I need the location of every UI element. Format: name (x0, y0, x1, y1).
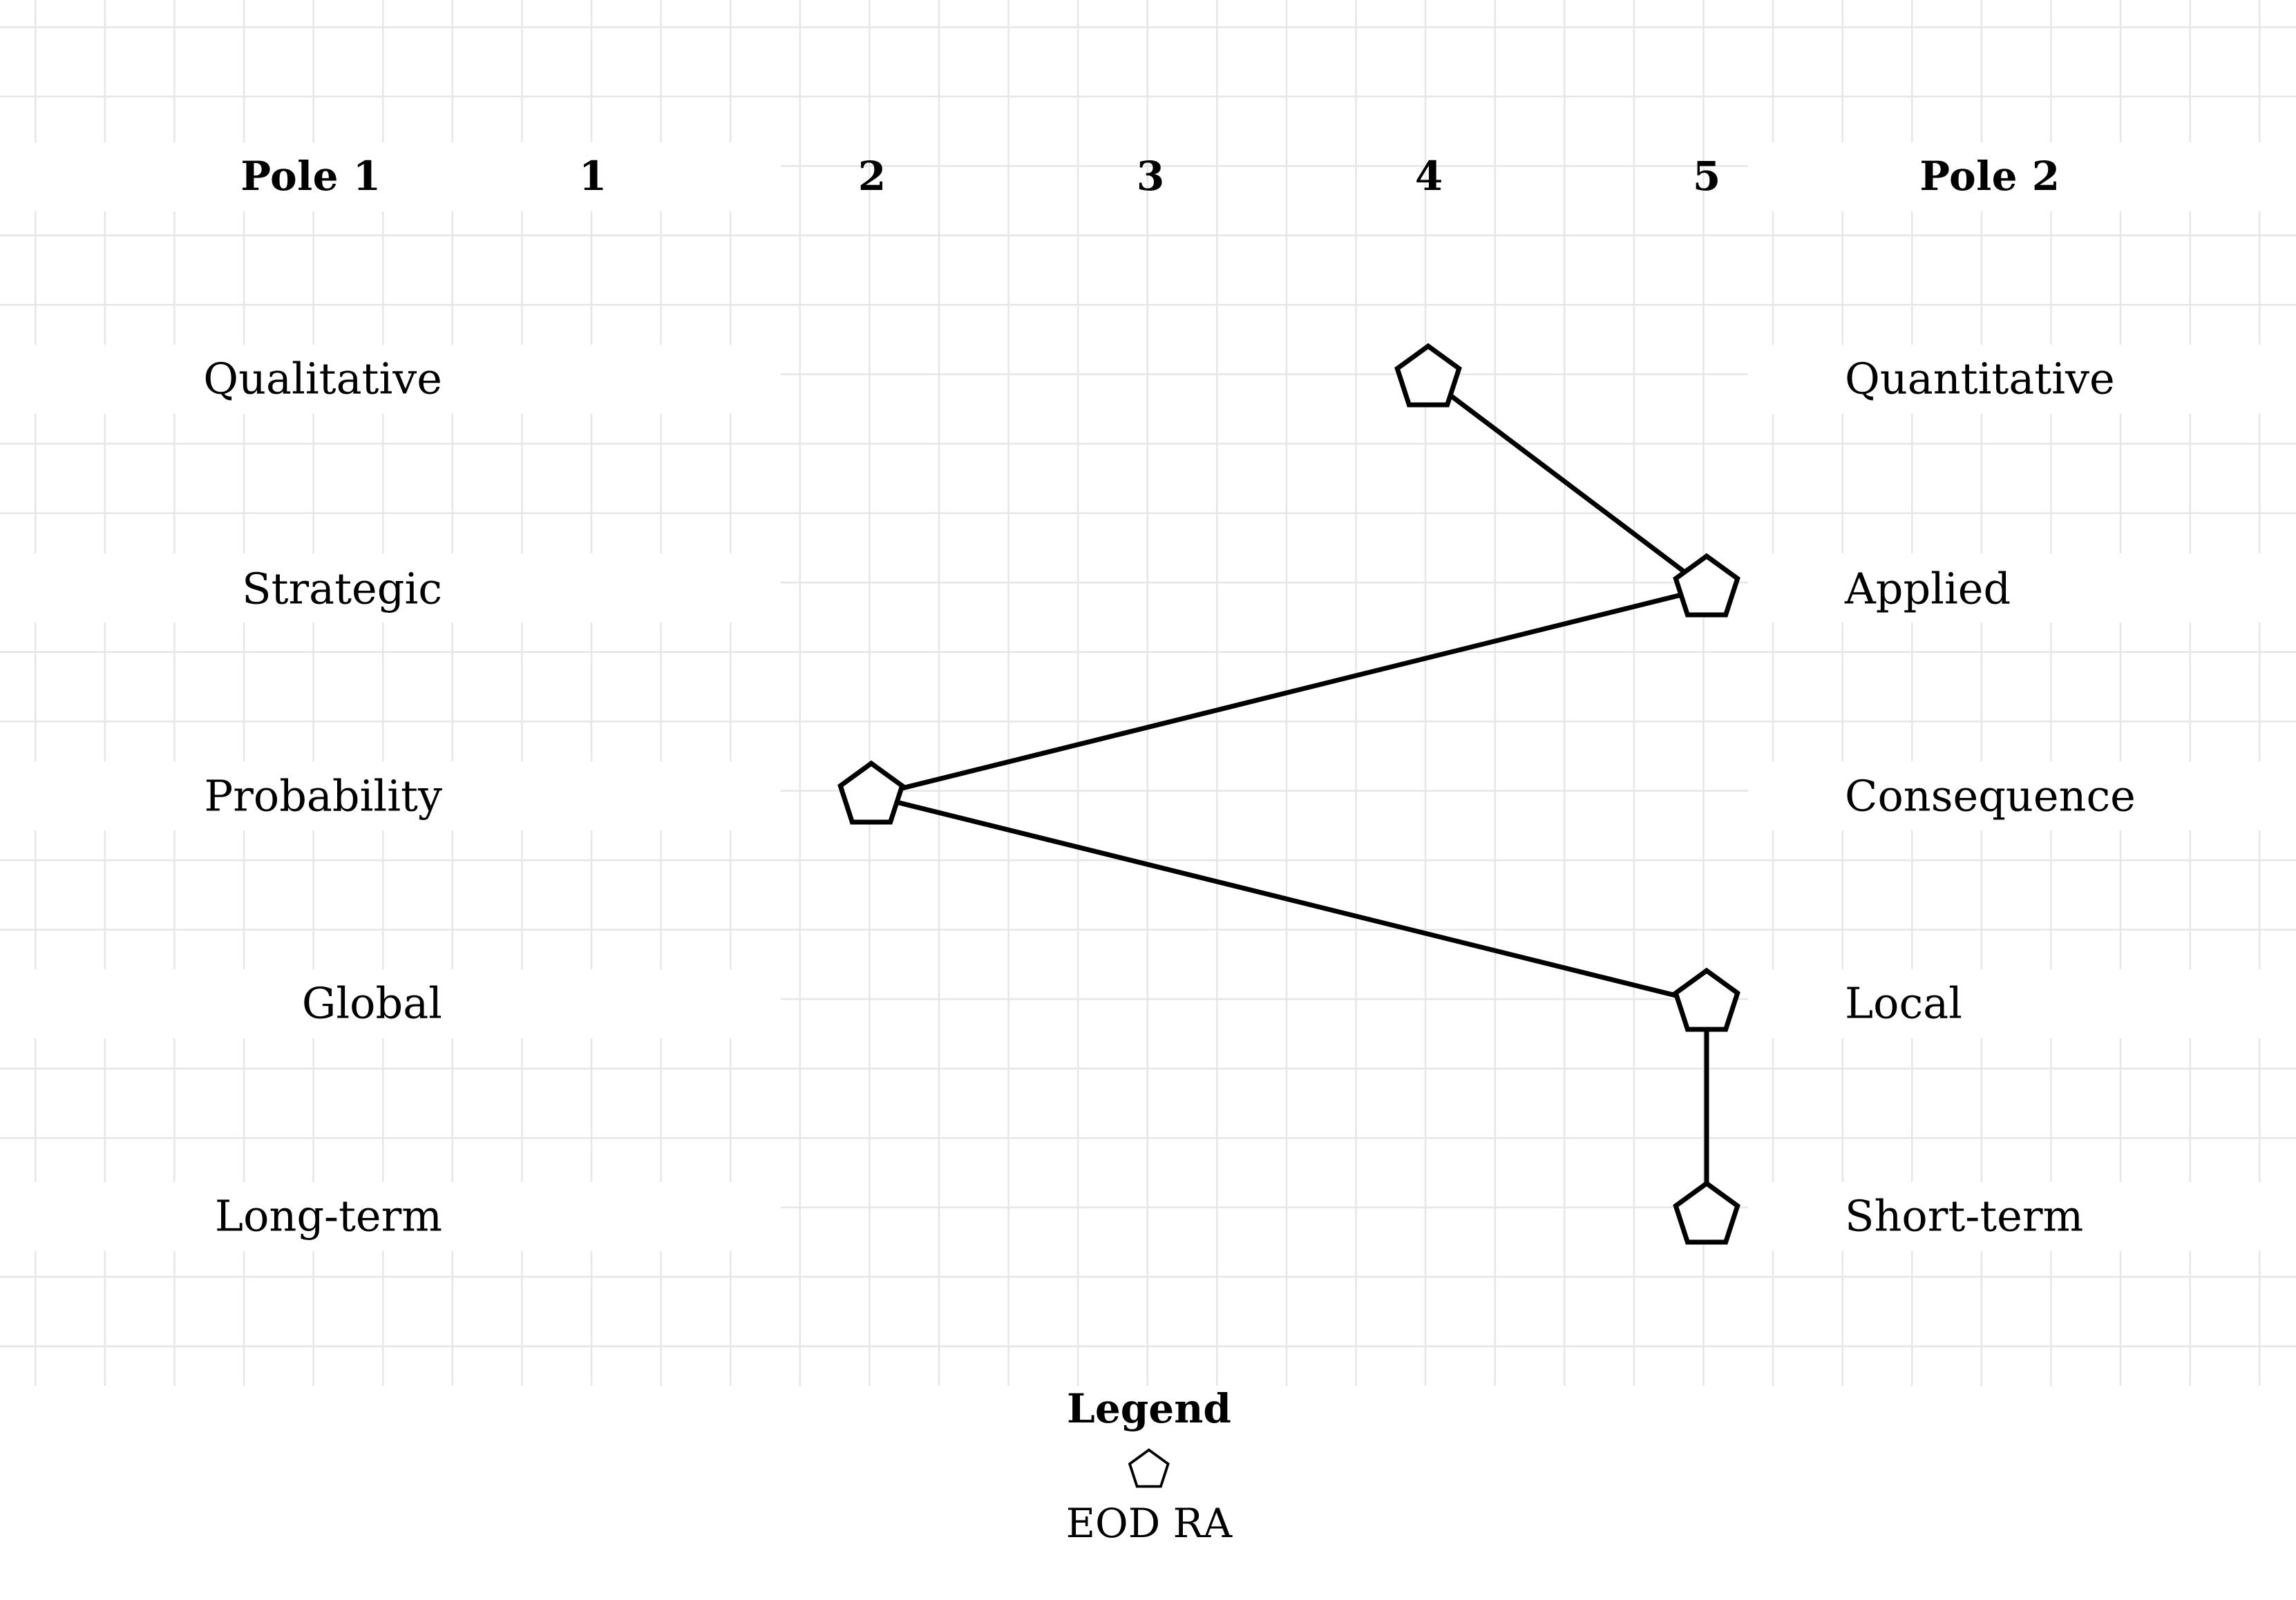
data-point-marker[interactable] (1673, 967, 1740, 1032)
mask-band-row-5 (0, 1182, 781, 1251)
mask-band-row-4 (0, 969, 781, 1038)
mask-band-row-3r (1748, 761, 2296, 830)
data-point-marker[interactable] (1673, 1180, 1740, 1245)
scale-tick-2: 2 (857, 153, 886, 200)
mask-band-header2 (1748, 142, 2296, 211)
mask-band-row-3 (0, 761, 781, 830)
row-label-left-long-term: Long-term (214, 1190, 442, 1241)
data-point-marker[interactable] (837, 760, 905, 825)
scale-tick-3: 3 (1136, 153, 1165, 200)
row-label-left-qualitative: Qualitative (203, 353, 442, 404)
scale-tick-4: 4 (1414, 153, 1443, 200)
row-label-right-short-term: Short-term (1845, 1190, 2084, 1241)
legend-title: Legend (1067, 1385, 1231, 1432)
series-segment (895, 592, 1682, 792)
row-label-right-local: Local (1845, 978, 1963, 1029)
mask-band-row-1r (1748, 345, 2296, 414)
mask-band-row-2r (1748, 553, 2296, 622)
data-point-marker[interactable] (1673, 553, 1740, 618)
series-segment (1447, 392, 1688, 575)
grid-background (0, 0, 2296, 1386)
series-segment (895, 799, 1682, 1000)
legend-pentagon-icon (1128, 1448, 1170, 1488)
mask-band-row-4r (1748, 969, 2296, 1038)
row-label-left-probability: Probability (204, 770, 442, 821)
pole1-header: Pole 1 (240, 153, 381, 200)
row-label-left-global: Global (301, 978, 442, 1029)
row-label-right-consequence: Consequence (1845, 770, 2136, 821)
row-label-right-applied: Applied (1845, 563, 2011, 614)
mask-band-row-5r (1748, 1182, 2296, 1251)
scale-tick-1: 1 (578, 153, 607, 200)
mask-band-bottom (0, 1386, 2296, 1600)
series-markers (837, 343, 1740, 1245)
mask-band-row-2 (0, 553, 781, 622)
pole2-header: Pole 2 (1919, 153, 2060, 200)
row-label-left-strategic: Strategic (242, 563, 442, 614)
scale-tick-5: 5 (1692, 153, 1721, 200)
data-point-marker[interactable] (1394, 343, 1462, 408)
mask-band-row-1 (0, 345, 781, 414)
legend-series-label: EOD RA (1065, 1500, 1233, 1547)
legend: Legend EOD RA (1066, 1389, 1232, 1543)
mask-band-header (0, 142, 781, 211)
row-label-right-quantitative: Quantitative (1845, 353, 2115, 404)
